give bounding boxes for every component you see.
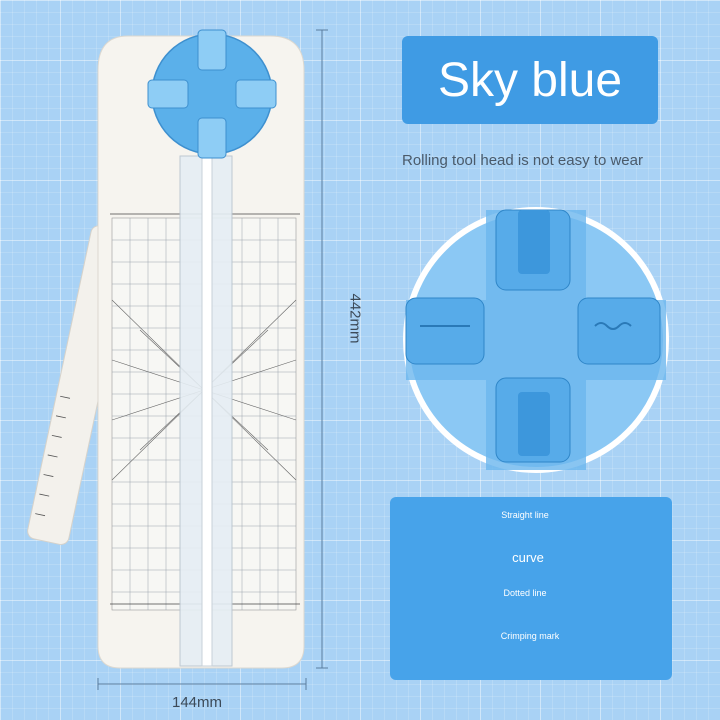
line-type-label: Crimping mark (500, 631, 560, 641)
color-name-badge: Sky blue (402, 36, 658, 124)
line-type-label: Dotted line (503, 588, 547, 598)
feature-caption: Rolling tool head is not easy to wear (402, 152, 643, 169)
width-dimension-label: 144mm (172, 694, 223, 711)
height-dimension-label: 442mm (346, 293, 364, 344)
line-types-card (390, 497, 672, 680)
line-type-label: curve (512, 550, 544, 565)
line-type-label: Straight line (501, 510, 549, 520)
